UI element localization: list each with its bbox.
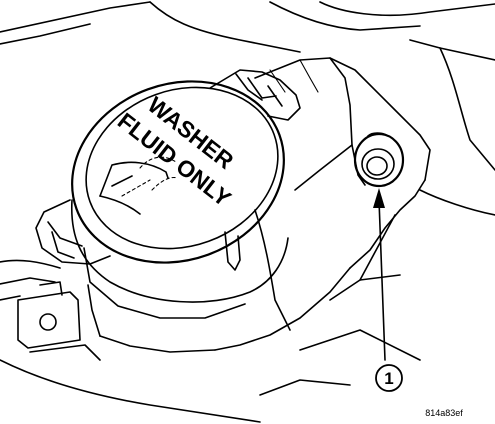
cap-hinge	[209, 69, 301, 121]
callout-arrow-icon	[373, 188, 386, 361]
mounting-bracket	[17, 281, 101, 361]
windshield-washer-symbol	[99, 156, 179, 215]
callout-marker: 1	[375, 364, 403, 392]
figure-id: 814a83ef	[425, 408, 463, 418]
cap-label: WASHER FLUID ONLY	[113, 91, 239, 211]
sensor-icon	[353, 132, 405, 188]
callout-number: 1	[384, 369, 393, 388]
washer-fluid-cap	[35, 80, 289, 319]
